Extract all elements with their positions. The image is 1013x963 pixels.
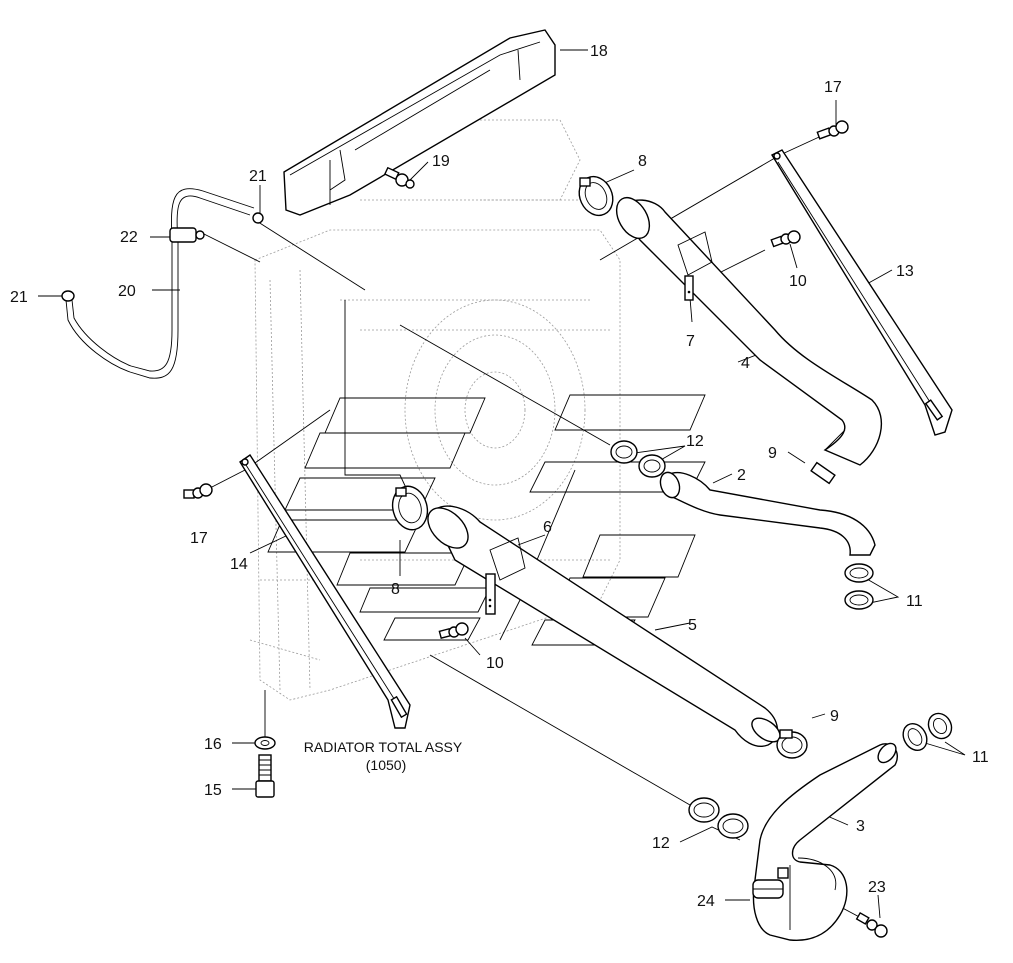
label-6: 6 [543,519,552,536]
label-21: 21 [10,289,28,306]
part-11-clamp-b [844,590,874,610]
label-9: 9 [768,445,777,462]
label-19: 19 [432,153,450,170]
part-12-clamp-d [717,813,749,839]
label-11: 11 [906,593,923,610]
part-21-cap-left [61,290,75,302]
part-17-bolt-lower [183,483,213,499]
part-20-tube [61,188,264,379]
part-24-clamp [752,867,789,899]
label-20: 20 [118,283,136,300]
part-11-clamp-d [927,712,953,740]
part-4-upper-hose [615,197,883,466]
part-17-bolt-upper [816,120,849,140]
part-11-clamp-c [902,722,928,752]
label-10: 10 [486,655,504,672]
part-5-lower-hose [427,505,781,747]
label-17: 17 [190,530,208,547]
part-14-stay [239,454,411,729]
label-7: 7 [686,333,695,350]
label-5: 5 [688,617,697,634]
part-16-washer [254,736,276,750]
label-12: 12 [686,433,704,450]
part-15-bolt [255,754,275,798]
part-19-bolt [383,166,415,189]
part-8-clamp-upper [578,175,614,217]
label-8: 8 [391,581,400,598]
label-2: 2 [737,467,746,484]
part-11-clamp-a [844,563,874,583]
part-12-clamp-a [610,440,638,464]
part-3-hose [752,742,898,942]
part-10-bolt-upper [770,230,801,248]
label-11: 11 [972,749,989,766]
label-14: 14 [230,556,248,573]
label-3: 3 [856,818,865,835]
part-9-clamp-lower [776,729,808,759]
label-18: 18 [590,43,608,60]
label-17: 17 [824,79,842,96]
part-6-bracket [485,573,496,615]
part-12-clamp-c [688,797,720,823]
part-21-cap-upper [252,212,264,224]
caption-assembly: RADIATOR TOTAL ASSY [304,739,463,755]
label-8: 8 [638,153,647,170]
part-22-clamp [169,227,197,243]
part-12-clamp-b [638,454,666,478]
part-23-bolt [855,911,888,938]
label-15: 15 [204,782,222,799]
label-16: 16 [204,736,222,753]
label-13: 13 [896,263,914,280]
label-10: 10 [789,273,807,290]
radiator-ghost-outline [249,119,621,701]
part-2-hose [659,471,876,556]
part-7-clip [684,275,694,301]
part-10-bolt-lower [438,622,469,640]
part-labels: 18 19 8 21 22 20 21 17 10 13 7 4 12 9 2 … [10,43,989,910]
label-21: 21 [249,168,267,185]
label-4: 4 [741,355,750,372]
part-8-clamp-lower [391,485,429,531]
label-12: 12 [652,835,670,852]
part-18-cover [283,29,556,216]
label-9: 9 [830,708,839,725]
caption-code: (1050) [366,757,406,773]
part-9-fitting-upper [810,461,836,485]
label-23: 23 [868,879,886,896]
label-24: 24 [697,893,715,910]
part-13-stay [771,149,953,436]
label-22: 22 [120,229,138,246]
